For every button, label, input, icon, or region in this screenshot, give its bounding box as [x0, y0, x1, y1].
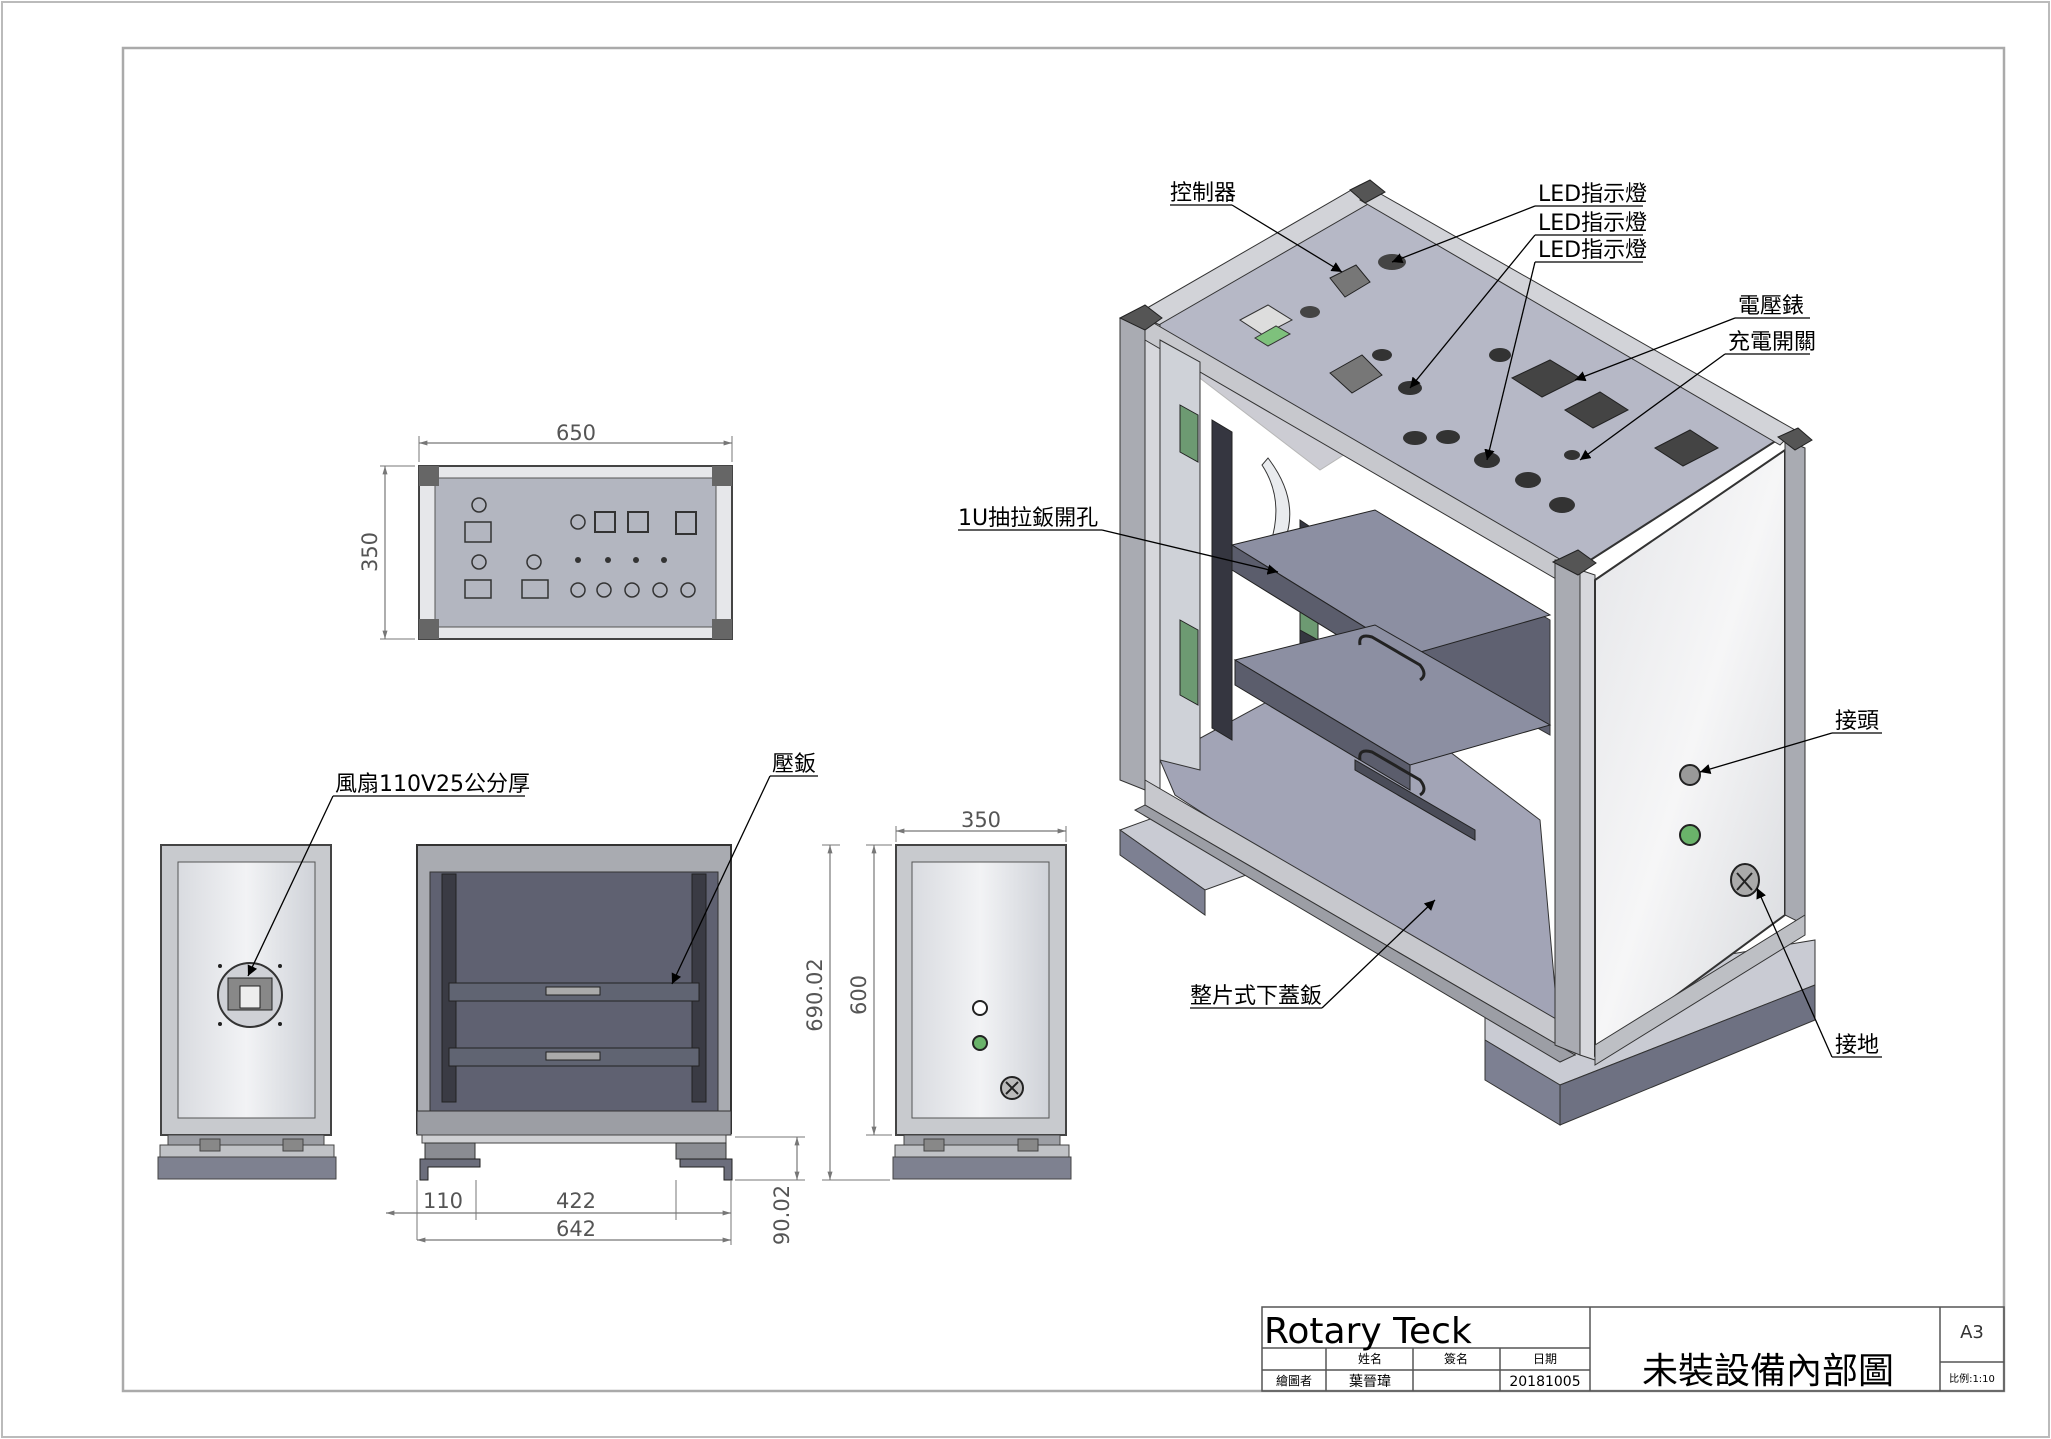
label-fan: 風扇110V25公分厚 — [335, 772, 530, 797]
company-name: Rotary Teck — [1264, 1311, 1472, 1352]
dim-total-height: 690.02 — [803, 958, 827, 1031]
label-drawer-hole: 1U抽拉鈑開孔 — [958, 506, 1098, 531]
label-bottom-cover: 整片式下蓋鈑 — [1190, 984, 1322, 1009]
row-role: 繪圖者 — [1276, 1373, 1312, 1388]
label-ground: 接地 — [1835, 1033, 1879, 1058]
side-view-left — [157, 844, 337, 1180]
col-name: 姓名 — [1358, 1351, 1382, 1366]
dim-foot-height: 90.02 — [770, 1185, 794, 1245]
label-press-plate: 壓鈑 — [772, 752, 816, 777]
dim-top-width: 650 — [556, 421, 596, 445]
dim-front-width: 642 — [556, 1217, 596, 1241]
drawing-title: 未裝設備內部圖 — [1642, 1351, 1894, 1392]
label-charge-switch: 充電開關 — [1728, 330, 1816, 355]
top-view — [418, 465, 733, 640]
label-led-1: LED指示燈 — [1538, 182, 1647, 207]
dim-front-inset: 110 — [423, 1189, 463, 1213]
callout-leaders — [247, 204, 1882, 1058]
label-connector: 接頭 — [1835, 709, 1879, 734]
drafter-name: 葉晉瑋 — [1349, 1374, 1391, 1390]
isometric-view — [1118, 179, 1816, 1126]
dim-front-span: 422 — [556, 1189, 596, 1213]
col-sign: 簽名 — [1444, 1351, 1468, 1366]
dim-side-height: 600 — [847, 975, 871, 1015]
col-date: 日期 — [1533, 1352, 1557, 1366]
drawing-date: 20181005 — [1509, 1374, 1580, 1390]
label-controller: 控制器 — [1170, 181, 1236, 206]
inner-border — [121, 46, 2006, 1393]
dim-top-depth: 350 — [358, 532, 382, 572]
drawing-scale: 比例:1:10 — [1949, 1372, 1995, 1385]
side-view-right — [892, 844, 1072, 1180]
dim-side-width: 350 — [961, 808, 1001, 832]
label-led-3: LED指示燈 — [1538, 238, 1647, 263]
label-led-2: LED指示燈 — [1538, 211, 1647, 236]
title-block — [1261, 1306, 2005, 1392]
label-voltmeter: 電壓錶 — [1738, 294, 1804, 319]
front-view — [416, 844, 733, 1181]
sheet-size: A3 — [1960, 1322, 1984, 1343]
